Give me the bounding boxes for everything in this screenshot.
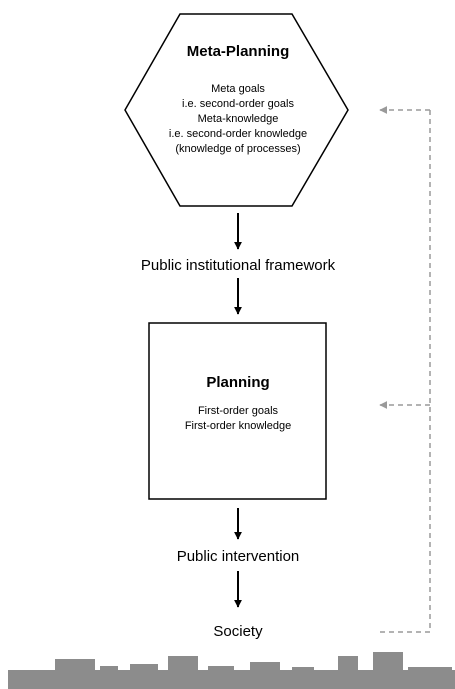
meta-planning-title: Meta-Planning [187,43,290,60]
feedback-line [380,110,431,633]
planning-line: First-order knowledge [185,420,291,432]
society-label: Society [213,623,263,640]
planning-title: Planning [206,374,269,391]
meta-planning-line: i.e. second-order knowledge [169,128,307,140]
meta-planning-hexagon [124,13,349,207]
meta-planning-line: Meta-knowledge [198,113,279,125]
feedback-loop [379,106,431,633]
meta-planning-line: i.e. second-order goals [182,98,294,110]
meta-planning-line: (knowledge of processes) [175,143,300,155]
meta-planning-node: Meta-Planning Meta goals i.e. second-ord… [124,13,349,207]
planning-box [148,322,327,500]
planning-node: Planning First-order goals First-order k… [148,322,327,500]
city-skyline-icon [8,652,455,689]
public-intervention-label: Public intervention [177,548,300,565]
meta-planning-line: Meta goals [211,83,265,95]
planning-line: First-order goals [198,405,279,417]
public-institutional-framework-label: Public institutional framework [141,257,336,274]
